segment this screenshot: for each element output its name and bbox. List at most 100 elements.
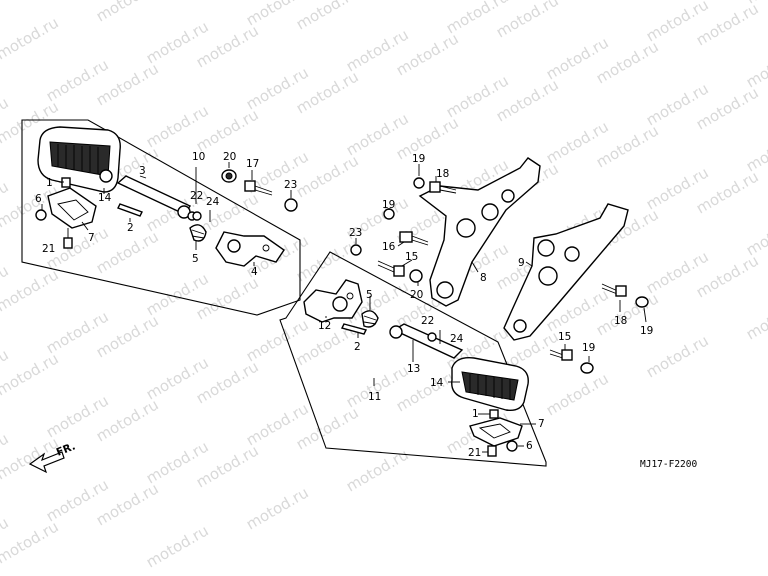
right-pin-2 (340, 323, 368, 335)
callout-14-right: 14 (430, 377, 444, 389)
right-collar-20 (409, 269, 423, 283)
right-bushing-1 (489, 409, 499, 419)
left-bolt-17 (244, 180, 273, 196)
callout-9: 9 (518, 257, 525, 269)
callout-22-left: 22 (190, 190, 203, 202)
callout-11: 11 (368, 391, 381, 403)
callout-labels: 1 14 3 10 20 17 23 22 24 6 7 2 5 4 21 19… (35, 151, 653, 459)
watermark-text: motod.ru (343, 445, 412, 495)
watermark-text: motod.ru (0, 13, 62, 63)
callout-15-bottom: 15 (558, 331, 571, 343)
callout-21-left: 21 (42, 243, 55, 255)
callout-20-right: 20 (410, 289, 423, 301)
callout-17-left: 17 (246, 158, 259, 170)
callout-5-left: 5 (192, 253, 199, 265)
right-washer-6 (506, 440, 518, 452)
callout-24-right: 24 (450, 333, 464, 345)
callout-23-left: 23 (284, 179, 297, 191)
right-bolt-15-bottom (549, 349, 573, 361)
right-bolt-18-top (429, 181, 457, 194)
left-washer-6 (35, 209, 47, 221)
watermark-text: motod.ru (93, 0, 162, 25)
watermark-text: motod.ru (243, 483, 312, 533)
right-cap-19-bottom (580, 362, 594, 374)
callout-7-left: 7 (88, 232, 95, 244)
watermark-text: motod.ru (293, 0, 362, 33)
left-pin-2 (117, 203, 143, 217)
callout-6-left: 6 (35, 193, 42, 205)
left-assembly-outline (21, 119, 301, 316)
right-cap-19-right (635, 296, 649, 308)
watermark-text: motod.ru (743, 125, 768, 175)
callout-19-top: 19 (412, 153, 425, 165)
callout-19-bottom: 19 (582, 342, 595, 354)
callout-3-left: 3 (139, 165, 146, 177)
callout-16-right: 16 (382, 241, 396, 253)
right-bolt-18-bottom (601, 283, 627, 297)
left-washer-22 (192, 211, 202, 221)
callout-5-right: 5 (366, 289, 373, 301)
callout-18-bottom: 18 (614, 315, 627, 327)
left-bolt-21 (63, 228, 73, 249)
watermark-text: motod.ru (0, 265, 62, 315)
watermark-text: motod.ru (643, 331, 712, 381)
callout-8: 8 (480, 272, 487, 284)
watermark-text: motod.ru (143, 521, 212, 571)
step-holder-bracket-8 (418, 157, 541, 307)
right-washer-22 (427, 332, 437, 342)
callout-6-right: 6 (526, 440, 533, 452)
left-spring-5 (189, 224, 207, 242)
callout-7-right: 7 (538, 418, 545, 430)
callout-14-left: 14 (98, 192, 112, 204)
watermark-text: motod.ru (0, 349, 62, 399)
left-nut-23 (284, 198, 298, 212)
callout-24-left: 24 (206, 196, 220, 208)
right-leader-lines (325, 164, 647, 453)
callout-10-left: 10 (192, 151, 205, 163)
right-spring-5 (361, 310, 379, 328)
watermark-text: motod.ru (743, 41, 768, 91)
left-collar-20 (221, 169, 237, 183)
callout-13: 13 (407, 363, 420, 375)
callout-19-right: 19 (640, 325, 653, 337)
callout-22-right: 22 (421, 315, 434, 327)
callout-2-left: 2 (127, 222, 134, 234)
left-bushing-1 (61, 177, 71, 188)
right-bolt-15 (377, 260, 405, 277)
callout-20-left: 20 (223, 151, 236, 163)
watermark-text: motod.ru (0, 517, 62, 567)
watermark-text: motod.ru (743, 209, 768, 259)
callout-12: 12 (318, 320, 331, 332)
right-assembly-outline (279, 251, 547, 467)
right-bolt-21 (487, 445, 497, 457)
step-holder-bracket-9 (503, 203, 629, 341)
left-footpeg-bracket (47, 187, 97, 229)
left-leader-lines (41, 162, 292, 266)
callout-18-top: 18 (436, 168, 449, 180)
watermark-text: motod.ru (743, 0, 768, 7)
right-footpeg-rubber (451, 357, 529, 412)
callout-4-left: 4 (251, 266, 258, 278)
left-footpeg-rubber (37, 126, 121, 193)
callout-23-right: 23 (349, 227, 362, 239)
watermark-text: motod.ru (743, 293, 768, 343)
watermark-text: motod.ru (593, 0, 662, 3)
watermark-text: motod.ru (0, 0, 12, 21)
callout-2-right: 2 (354, 341, 361, 353)
callout-1-right: 1 (472, 408, 479, 420)
left-footpeg-holder-4 (215, 231, 285, 267)
right-footpeg-bracket (469, 417, 523, 447)
callout-15-right: 15 (405, 251, 418, 263)
callout-21-right: 21 (468, 447, 481, 459)
right-cap-19-top (413, 177, 425, 189)
callout-19-mid: 19 (382, 199, 395, 211)
right-pivot-pin-13 (389, 323, 464, 359)
right-nut-23 (350, 244, 362, 256)
callout-1-left: 1 (46, 177, 53, 189)
left-pivot-pin-3 (116, 175, 197, 221)
right-bolt-16 (399, 231, 429, 246)
watermark-text: motod.ru (543, 369, 612, 419)
